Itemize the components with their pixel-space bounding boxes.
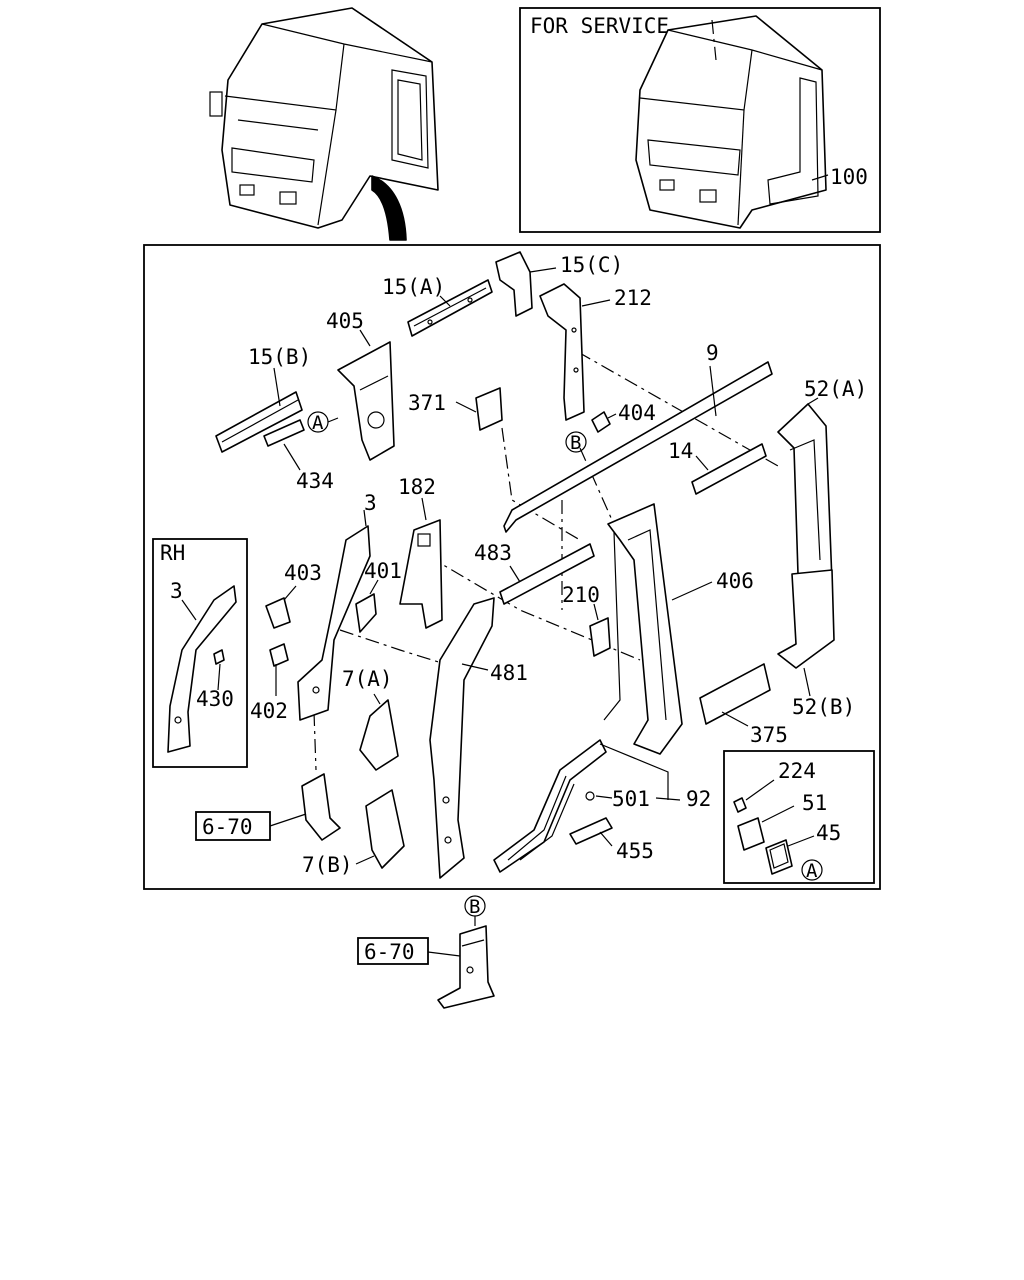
label-52b: 52(B) xyxy=(792,695,855,719)
part-3-a-pillar: 3 xyxy=(297,491,377,721)
label-481: 481 xyxy=(490,661,528,685)
label-15a: 15(A) xyxy=(382,275,445,299)
rh-inset-title: RH xyxy=(160,541,185,565)
lower-pillar-bracket-ref: 6-70 xyxy=(195,773,341,841)
label-15b: 15(B) xyxy=(248,345,311,369)
part-9-roof-rail: 9 xyxy=(503,341,773,533)
seal-label-51: 51 xyxy=(802,791,827,815)
part-375-sill: 375 xyxy=(699,663,788,747)
label-210: 210 xyxy=(562,583,600,607)
page-ref-6-70-upper: 6-70 xyxy=(202,815,253,839)
label-92: 92 xyxy=(686,787,711,811)
label-402: 402 xyxy=(250,699,288,723)
part-405-inner-panel: 405 xyxy=(326,309,395,461)
ref-marker-a-main: A xyxy=(312,412,324,434)
part-481-front-pillar: 481 xyxy=(429,597,528,879)
ref-marker-b-main: B xyxy=(570,432,581,454)
label-434: 434 xyxy=(296,469,334,493)
label-406: 406 xyxy=(716,569,754,593)
label-100: 100 xyxy=(830,165,868,189)
cab-overview-illustration xyxy=(209,7,439,241)
label-3: 3 xyxy=(364,491,377,515)
part-52-outer-panel: 52(A) 52(B) xyxy=(777,377,867,719)
rh-label-430: 430 xyxy=(196,687,234,711)
label-212: 212 xyxy=(614,286,652,310)
label-52a: 52(A) xyxy=(804,377,867,401)
seal-inset: 224 51 45 A xyxy=(723,750,875,884)
part-15a-reinforcement: 15(A) xyxy=(382,275,493,337)
label-401: 401 xyxy=(364,559,402,583)
label-182: 182 xyxy=(398,475,436,499)
part-371-bracket: 371 xyxy=(408,387,503,431)
for-service-inset: FOR SERVICE 100 xyxy=(519,7,881,233)
part-406-center-pillar: 406 xyxy=(603,503,754,755)
label-455: 455 xyxy=(616,839,654,863)
parts-403-401-402: 403 401 402 xyxy=(250,559,402,723)
part-182-panel: 182 xyxy=(398,475,443,629)
page-ref-6-70-lower: 6-70 xyxy=(364,940,415,964)
seal-label-45: 45 xyxy=(816,821,841,845)
for-service-title: FOR SERVICE xyxy=(530,14,669,38)
part-404-clip: 404 B xyxy=(565,401,656,454)
part-92-step-assembly: 92 501 455 xyxy=(493,739,711,873)
label-404: 404 xyxy=(618,401,656,425)
label-375: 375 xyxy=(750,723,788,747)
part-212-pillar-upper: 212 xyxy=(539,283,652,421)
part-15c-bracket: 15(C) xyxy=(495,251,623,317)
label-405: 405 xyxy=(326,309,364,333)
part-14-rail: 14 xyxy=(668,439,767,495)
label-7b: 7(B) xyxy=(302,853,353,877)
lower-b-bracket-ref: B 6-70 xyxy=(357,895,495,1009)
label-7a: 7(A) xyxy=(342,667,393,691)
main-detail-frame xyxy=(143,244,881,890)
seal-ref-marker-a: A xyxy=(806,860,818,882)
part-483-rail: 483 xyxy=(474,541,595,605)
label-15c: 15(C) xyxy=(560,253,623,277)
label-14: 14 xyxy=(668,439,693,463)
label-371: 371 xyxy=(408,391,446,415)
seal-label-224: 224 xyxy=(778,759,816,783)
rh-label-3: 3 xyxy=(170,579,183,603)
part-210-bracket: 210 xyxy=(562,583,611,657)
label-403: 403 xyxy=(284,561,322,585)
label-501: 501 xyxy=(612,787,650,811)
ref-marker-b-lower: B xyxy=(469,896,480,918)
rh-inset: RH 3 430 xyxy=(152,538,248,768)
part-15b-and-434: 15(B) 434 A xyxy=(215,345,339,493)
label-9: 9 xyxy=(706,341,719,365)
label-483: 483 xyxy=(474,541,512,565)
parts-7a-7b-hinges: 7(A) 7(B) xyxy=(302,667,405,877)
